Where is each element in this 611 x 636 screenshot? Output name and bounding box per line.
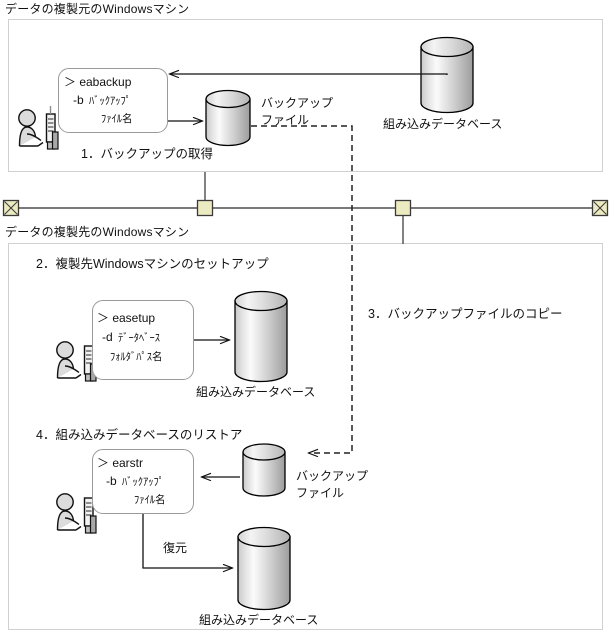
- embedded-db-caption-top: 組み込みデータベース: [383, 117, 503, 131]
- dashed-copy-path: [251, 125, 353, 453]
- backup-file-caption-2-line2: ファイル: [296, 486, 345, 500]
- step3-label: 3．バックアップファイルのコピー: [368, 307, 563, 321]
- easetup-line1: ＞ easetup: [97, 311, 156, 325]
- network-terminator-x-icon-right: [591, 199, 609, 217]
- embedded-db-caption-setup: 組み込みデータベース: [196, 385, 316, 399]
- easetup-line2-flag: -d: [102, 330, 113, 344]
- backup-file-caption-2-line1: バックアップ: [296, 469, 369, 483]
- eabackup-line2-flag: -b: [73, 93, 84, 107]
- earstr-line2-flag: -b: [106, 474, 117, 488]
- database-cylinder-icon-embedded-restore: [237, 526, 291, 611]
- earstr-line2-arg: ﾊﾞｯｸｱｯﾌﾟ: [122, 476, 164, 488]
- easetup-line2-arg: ﾃﾞｰﾀﾍﾞｰｽ: [118, 332, 160, 344]
- source-machine-title: データの複製元のWindowsマシン: [5, 2, 190, 16]
- network-node-square-icon-source: [196, 199, 214, 217]
- person-at-computer-icon-step2: [56, 341, 97, 382]
- step2-label: 2．複製先Windowsマシンのセットアップ: [36, 257, 269, 271]
- step4-label: 4．組み込みデータベースのリストア: [36, 428, 243, 442]
- embedded-db-caption-restore: 組み込みデータベース: [199, 613, 319, 627]
- command-box-earstr[interactable]: [92, 449, 194, 514]
- earstr-line1: ＞ earstr: [97, 456, 144, 470]
- person-at-computer-icon-step1: [18, 106, 59, 150]
- network-node-square-icon-target: [394, 199, 412, 217]
- backup-file-caption-1-line2: ファイル: [261, 113, 310, 127]
- command-box-eabackup[interactable]: [58, 68, 168, 133]
- database-cylinder-icon-embedded-setup: [234, 290, 288, 383]
- earstr-line3-arg: ﾌｧｲﾙ名: [134, 494, 166, 506]
- target-machine-title: データの複製先のWindowsマシン: [5, 225, 190, 239]
- arrow-restore-to-embeddeddb: [142, 514, 232, 568]
- eabackup-line3-arg: ﾌｧｲﾙ名: [101, 113, 133, 125]
- step1-label: 1．バックアップの取得: [81, 147, 213, 161]
- eabackup-line1: ＞ eabackup: [64, 75, 132, 89]
- database-cylinder-icon-embedded-top: [420, 36, 474, 114]
- eabackup-line2-arg: ﾊﾞｯｸｱｯﾌﾟ: [89, 95, 131, 107]
- backup-file-caption-1-line1: バックアップ: [261, 96, 334, 110]
- source-machine-box: [8, 19, 603, 172]
- network-terminator-x-icon-left: [2, 199, 20, 217]
- restore-arrow-label: 復元: [163, 541, 188, 555]
- person-at-computer-icon-step4: [56, 493, 97, 534]
- easetup-line3-arg: ﾌｫﾙﾀﾞﾊﾟｽ名: [110, 351, 163, 363]
- arrow-embeddeddb-to-eabackup: [170, 74, 448, 75]
- command-box-easetup[interactable]: [92, 300, 194, 380]
- database-cylinder-icon-backupfile-2: [242, 443, 286, 497]
- database-cylinder-icon-backupfile-1: [205, 89, 251, 147]
- target-machine-box: [8, 243, 603, 630]
